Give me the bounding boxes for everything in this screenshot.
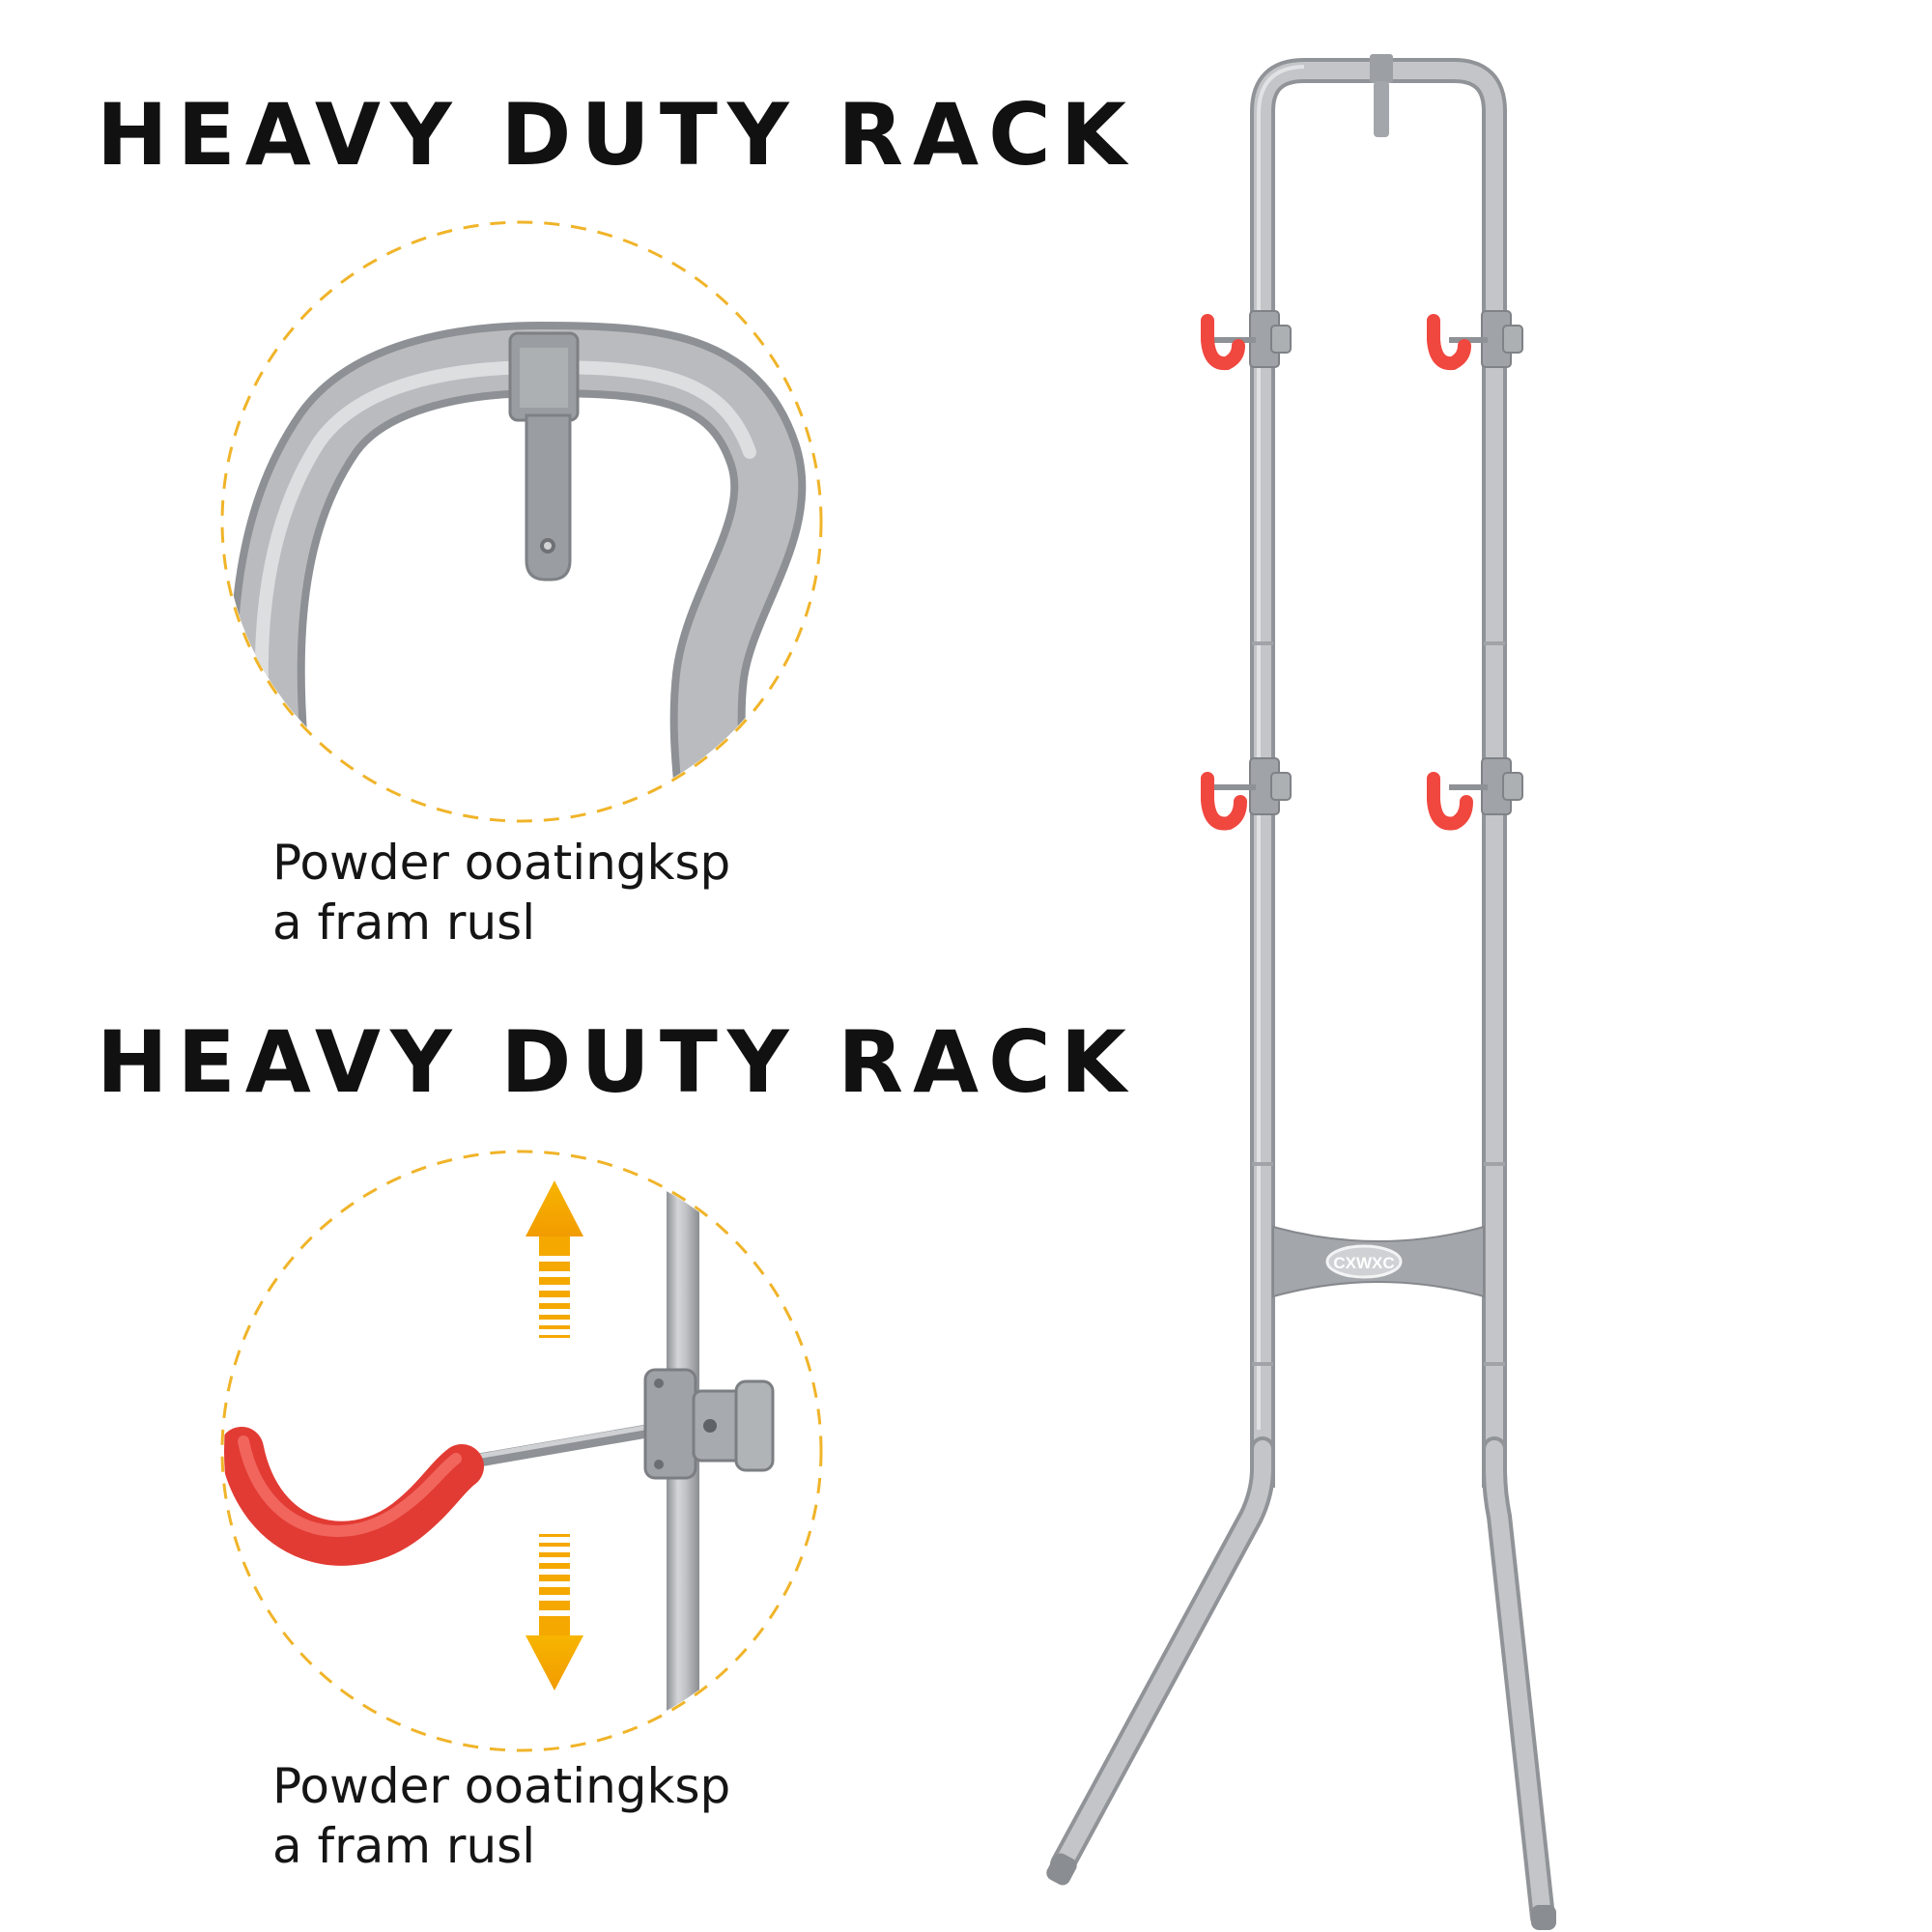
strap-tail (525, 413, 572, 582)
caption-adjustable-line2: a fram rusl (272, 1818, 536, 1874)
rack-hook-upper-left (1201, 310, 1292, 371)
rack-logo-badge (1325, 1244, 1403, 1279)
strap-band-face (520, 348, 568, 408)
caption-coating: Powder ooatingksp a fram rusl (272, 833, 730, 952)
caption-adjustable: Powder ooatingksp a fram rusl (272, 1756, 730, 1876)
arrow-up-icon (526, 1180, 583, 1338)
rack-foot-right (1531, 1905, 1556, 1930)
rack-strap (1370, 54, 1393, 83)
tube-bend-highlight (254, 359, 756, 819)
rack-foot-left (1046, 1853, 1077, 1886)
section-heading-coating: HEAVY DUTY RACK (97, 85, 1136, 185)
rack-hook-lower-left (1201, 757, 1292, 831)
clamp-plate (643, 1368, 697, 1480)
clamp-screw (703, 1419, 717, 1433)
detail-circle-adjustable-hook (220, 1150, 823, 1752)
hook-rubber (224, 1427, 484, 1566)
detail-circle-top-bend (220, 220, 823, 823)
clamp-knob (734, 1379, 775, 1472)
section-heading-adjustable: HEAVY DUTY RACK (97, 1012, 1136, 1112)
rack-logo-text: CXWXC (1333, 1254, 1394, 1272)
caption-coating-line2: a fram rusl (272, 895, 536, 951)
arrow-down-icon (526, 1534, 583, 1690)
caption-adjustable-line1: Powder ooatingksp (272, 1758, 731, 1814)
bike-rack: CXWXC (1046, 54, 1556, 1930)
hook-arm (447, 1421, 673, 1471)
rack-hook-lower-right (1427, 757, 1523, 831)
rack-hook-upper-right (1427, 310, 1523, 371)
caption-coating-line1: Powder ooatingksp (272, 835, 731, 891)
